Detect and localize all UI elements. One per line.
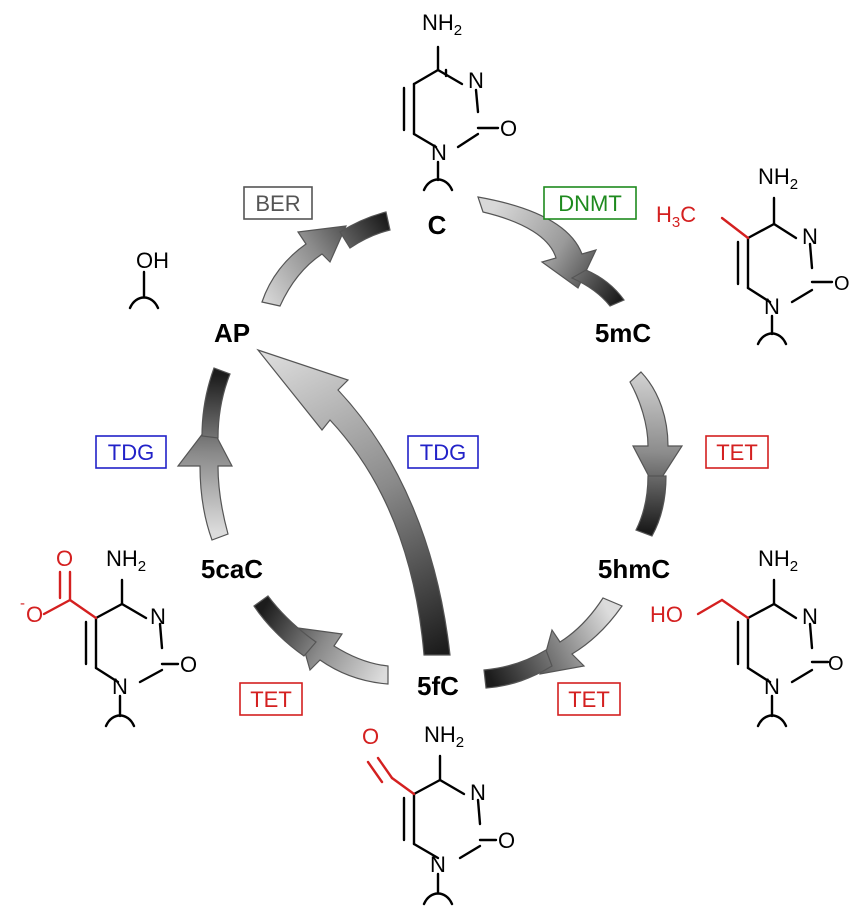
node-label-ap: AP [214, 318, 250, 348]
atom-c-amine: NH2 [422, 10, 462, 39]
enzyme-label-tet-3: TET [250, 687, 292, 712]
atom-5cac-amine: NH2 [106, 546, 146, 575]
arrow-c-to-5mc [477, 196, 625, 307]
atom-5mc-n3: N [802, 224, 818, 249]
arrow-5fc-to-5cac [253, 595, 389, 685]
atom-5mc-amine: NH2 [758, 164, 798, 193]
atom-5mc-n1: N [764, 294, 780, 319]
atom-5fc-o2: O [498, 828, 515, 853]
structure-5-carboxylcytosine: NH2 O O - N O N [20, 546, 197, 728]
structure-cytosine: NH2 N O N [402, 10, 517, 192]
atom-5cac-carbonyl-oxygen: O [56, 546, 73, 571]
enzyme-box-tet-3: TET [239, 682, 303, 716]
atom-5hmc-o2: O [828, 653, 844, 675]
atom-5cac-o2: O [180, 652, 197, 677]
enzyme-label-tet-1: TET [716, 440, 758, 465]
enzyme-box-dnmt: DNMT [543, 186, 637, 220]
atom-c-o2: O [500, 116, 517, 141]
atom-5fc-formyl-oxygen: O [362, 724, 379, 749]
atom-5cac-n3: N [150, 604, 166, 629]
node-label-c: C [428, 210, 447, 240]
arrow-5fc-to-ap [256, 348, 451, 656]
atom-5cac-n1: N [112, 674, 128, 699]
enzyme-label-tet-2: TET [568, 687, 610, 712]
node-label-5mc: 5mC [595, 318, 652, 348]
structure-5-methylcytosine: NH2 H3C N O N [656, 164, 850, 346]
enzyme-box-tdg-2: TDG [407, 435, 479, 469]
enzyme-box-tet-1: TET [705, 435, 769, 469]
atom-ap-hydroxyl: OH [136, 248, 169, 273]
enzyme-label-tdg-2: TDG [420, 440, 466, 465]
arrow-5mc-to-5hmc [629, 371, 684, 537]
atom-5hmc-n3: N [802, 604, 818, 629]
enzyme-label-ber: BER [255, 191, 300, 216]
enzyme-label-tdg-1: TDG [108, 440, 154, 465]
atom-5fc-n3: N [470, 780, 486, 805]
node-label-5fc: 5fC [417, 671, 459, 701]
arrow-5hmc-to-5fc [483, 597, 623, 689]
node-label-5cac: 5caC [201, 554, 263, 584]
atom-5mc-o2: O [834, 273, 850, 295]
node-label-5hmc: 5hmC [598, 554, 670, 584]
enzyme-box-ber: BER [243, 186, 313, 220]
enzyme-box-tet-2: TET [557, 682, 621, 716]
structure-5-hydroxymethylcytosine: NH2 HO N O N [650, 546, 844, 728]
atom-5fc-n1: N [430, 852, 446, 877]
arrow-ap-to-c [261, 211, 391, 307]
arrow-5cac-to-ap [176, 367, 233, 541]
atom-5mc-methyl: H3C [656, 202, 696, 231]
atom-5hmc-amine: NH2 [758, 546, 798, 575]
atom-c-n1: N [431, 140, 447, 165]
structure-5-formylcytosine: NH2 O N O N [362, 722, 515, 906]
structure-ap-site: OH [128, 248, 169, 310]
atom-5fc-amine: NH2 [424, 722, 464, 751]
atom-c-n3: N [468, 68, 484, 93]
enzyme-label-dnmt: DNMT [558, 191, 622, 216]
atom-5cac-carboxylate-oxygen: O [26, 602, 43, 627]
atom-5cac-charge: - [20, 595, 25, 612]
atom-5hmc-hydroxyl: HO [650, 602, 683, 627]
enzyme-box-tdg-1: TDG [95, 435, 167, 469]
atom-5hmc-n1: N [764, 674, 780, 699]
